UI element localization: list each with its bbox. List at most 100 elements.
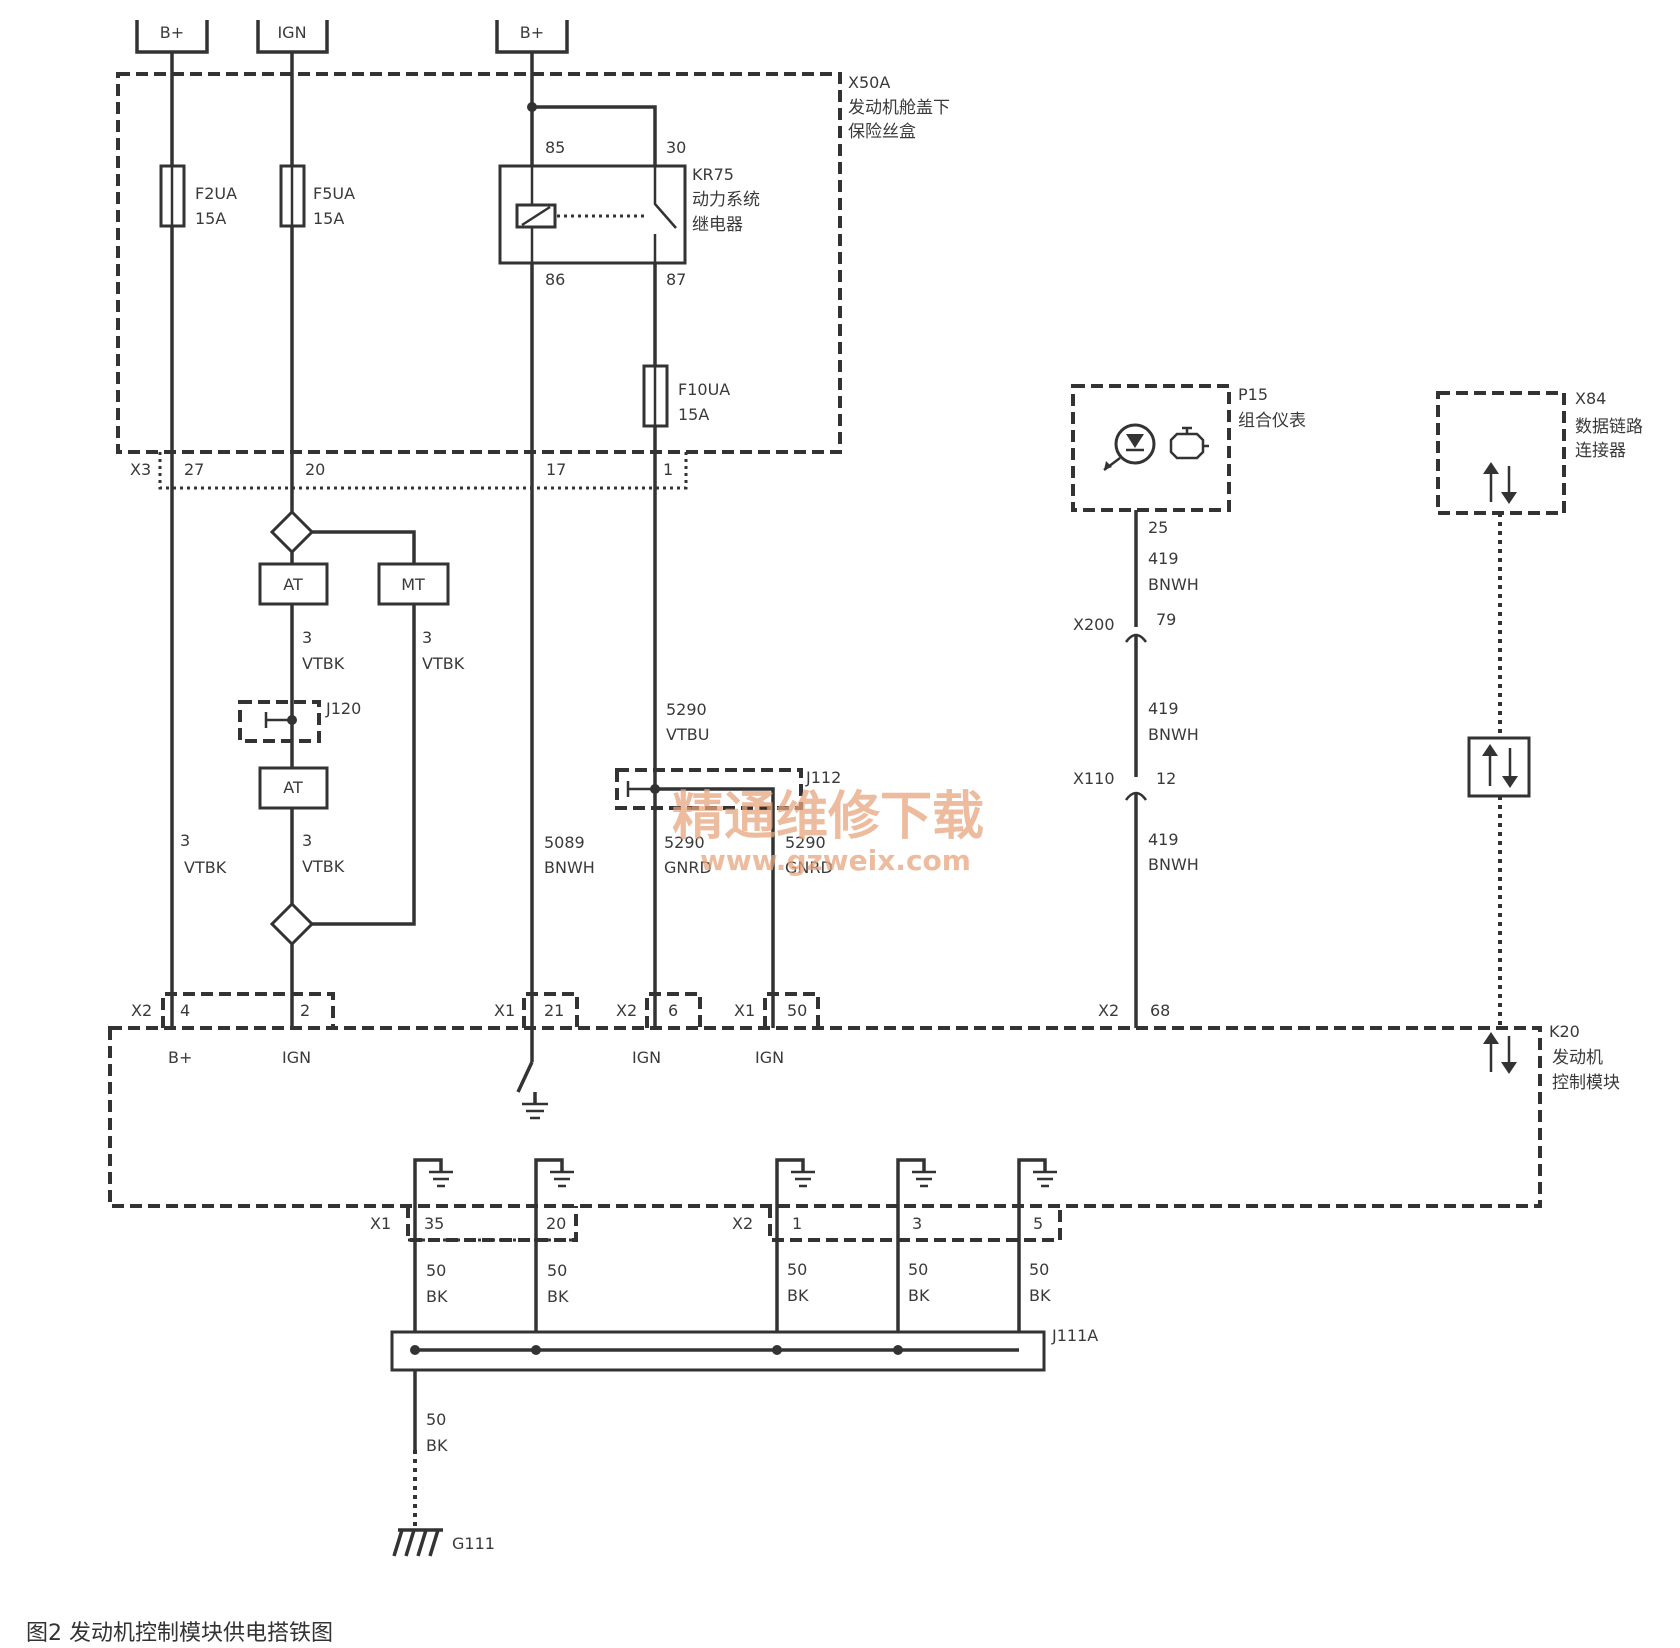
variant-box-at-2 [258, 766, 329, 810]
relay-pin: 86 [545, 270, 565, 289]
serial-data-line [1467, 513, 1531, 1028]
inline-connector-pin: 79 [1156, 610, 1176, 629]
wire-number: 50 [547, 1261, 567, 1280]
wire-419-cluster: 25 419 BNWH X200 79 419 BNWH X110 12 419… [1073, 510, 1199, 1028]
variant-box-mt [377, 562, 450, 606]
wire-color: BK [547, 1287, 569, 1306]
ecm-name-line2: 控制模块 [1552, 1073, 1620, 1093]
dlc-name-line2: 连接器 [1575, 441, 1626, 461]
fusebox-name-line1: 发动机舱盖下 [848, 98, 950, 118]
supply-label: IGN [277, 23, 306, 42]
check-engine-icon [1169, 426, 1209, 460]
ecm-name-line1: 发动机 [1552, 1048, 1603, 1068]
relay-pin: 85 [545, 138, 565, 157]
wire-number: 50 [426, 1261, 446, 1280]
connector-x3-pin: 17 [546, 460, 566, 479]
ecm-connector-id: X1 [494, 1001, 515, 1020]
ground-symbol [522, 1102, 548, 1120]
splice-id: J111A [1051, 1326, 1098, 1345]
supply-terminal-b-plus-1: B+ [135, 20, 209, 54]
wire-color: BK [426, 1287, 448, 1306]
wire-number: 419 [1148, 549, 1179, 568]
ecm-pin-signal: IGN [632, 1048, 661, 1067]
ecm-connector-pin: 4 [180, 1001, 190, 1020]
wire-number: 50 [787, 1260, 807, 1279]
supply-label: B+ [520, 23, 544, 42]
ground-point-id: G111 [452, 1534, 495, 1553]
bidirectional-data-icon [1483, 1032, 1517, 1074]
fuse-rating: 15A [678, 405, 709, 424]
ecm-pin-signal: IGN [282, 1048, 311, 1067]
wire-number: 419 [1148, 830, 1179, 849]
wire-color: BK [1029, 1286, 1051, 1305]
ecm-connector-pin: 50 [787, 1001, 807, 1020]
supply-terminal-b-plus-2: B+ [495, 20, 569, 54]
wire-color: BK [908, 1286, 930, 1305]
watermark-url: www.gzweix.com [700, 844, 971, 877]
wire-color: BK [426, 1436, 448, 1455]
fusebox-id: X50A [848, 73, 890, 92]
inline-connector-pin: 12 [1156, 769, 1176, 788]
wire-number: 3 [302, 831, 312, 850]
ecm-connector-id: X2 [616, 1001, 637, 1020]
ecm-connector-pin: 2 [300, 1001, 310, 1020]
fuse-id: F5UA [313, 184, 355, 203]
ecm-connector-id: X1 [370, 1214, 391, 1233]
ecm-connector-pin: 3 [912, 1214, 922, 1233]
ground-trunk-g111: 50 BK G111 [392, 1370, 495, 1557]
fuse-id: F10UA [678, 380, 730, 399]
ecm-internal-grounds [413, 1158, 1057, 1206]
wire-number: 419 [1148, 699, 1179, 718]
instrument-cluster-p15: P15 组合仪表 [1071, 384, 1306, 512]
ecm-pin-signal: IGN [755, 1048, 784, 1067]
wire-number: 5089 [544, 833, 585, 852]
fusebox-x50a: X50A 发动机舱盖下 保险丝盒 [116, 72, 950, 454]
cluster-id: P15 [1238, 385, 1268, 404]
connector-x3-pin: 27 [184, 460, 204, 479]
variant-label: MT [401, 575, 425, 594]
wire-color: VTBK [302, 654, 345, 673]
figure-caption: 图2 发动机控制模块供电搭铁图 [26, 1621, 333, 1646]
variant-label: AT [283, 575, 303, 594]
splice-id: J112 [805, 768, 841, 787]
ecm-connector-pin: 35 [424, 1214, 444, 1233]
wire-color: GNRD [785, 858, 833, 877]
relay-name-line1: 动力系统 [692, 190, 760, 210]
ecm-connector-id: X2 [1098, 1001, 1119, 1020]
ecm-connector-pin: 21 [544, 1001, 564, 1020]
dlc-id: X84 [1575, 389, 1606, 408]
fuse-rating: 15A [195, 209, 226, 228]
ecm-id: K20 [1549, 1022, 1580, 1041]
wire-number: 50 [426, 1410, 446, 1429]
cluster-name: 组合仪表 [1238, 411, 1306, 431]
ecm-connector-pin: 20 [546, 1214, 566, 1233]
ecm-connector-pin: 68 [1150, 1001, 1170, 1020]
fuse-rating: 15A [313, 209, 344, 228]
chassis-ground-icon [392, 1528, 443, 1557]
wire-color: BNWH [1148, 725, 1199, 744]
cluster-pin: 25 [1148, 518, 1168, 537]
wire-ign-f5ua: F5UA 15A AT MT 3 VTBK J120 AT 3 VTBK 3 [238, 52, 465, 1028]
wire-number: 50 [908, 1260, 928, 1279]
relay-pin: 87 [666, 270, 686, 289]
wire-color: BNWH [1148, 855, 1199, 874]
wire-number: 5290 [666, 700, 707, 719]
ecm-pin-signal: B+ [168, 1048, 192, 1067]
wire-number: 5290 [785, 833, 826, 852]
data-link-connector-x84: X84 数据链路 连接器 [1436, 389, 1643, 515]
relay-kr75: 85 30 86 87 KR75 动力系统 继电器 [498, 138, 760, 289]
bidirectional-data-icon [1482, 744, 1518, 788]
ecm-k20: K20 发动机 控制模块 X2 4 2 B+ IGN X1 21 X2 6 IG… [108, 992, 1620, 1242]
wire-color: BK [787, 1286, 809, 1305]
relay-pin: 30 [666, 138, 686, 157]
ecm-connector-pin: 6 [668, 1001, 678, 1020]
ground-wires: 50 BK 50 BK 50 BK 50 BK 50 BK [413, 1206, 1051, 1350]
ecm-connector-x2-b [645, 992, 702, 1028]
wire-number: 3 [180, 831, 190, 850]
fusebox-name-line2: 保险丝盒 [848, 122, 916, 142]
malfunction-indicator-lamp-icon [1103, 423, 1156, 471]
wire-color: VTBK [422, 654, 465, 673]
wire-number: 3 [302, 628, 312, 647]
relay-name-line2: 继电器 [692, 215, 743, 235]
